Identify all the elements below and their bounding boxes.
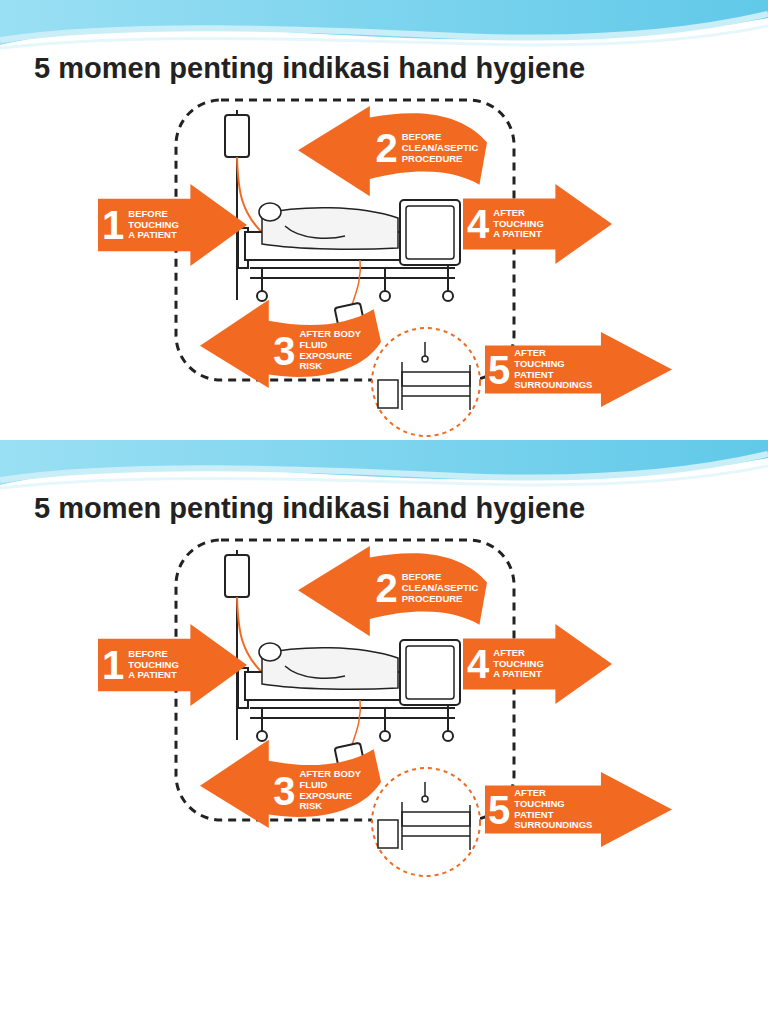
arrow-content: 3AFTER BODY FLUID EXPOSURE RISK xyxy=(269,767,374,815)
moment-label: AFTER TOUCHING PATIENT SURROUNDINGS xyxy=(514,788,598,832)
moment-number: 1 xyxy=(102,645,124,685)
moment-label: AFTER TOUCHING PATIENT SURROUNDINGS xyxy=(514,348,598,392)
moment-number: 1 xyxy=(102,205,124,245)
moment-number: 2 xyxy=(375,568,397,608)
moment-arrow: 1BEFORE TOUCHING A PATIENT xyxy=(98,184,247,266)
moment-arrow: 2BEFORE CLEAN/ASEPTIC PROCEDURE xyxy=(298,106,487,202)
moment-number: 3 xyxy=(273,331,295,371)
moment-number: 5 xyxy=(488,350,510,390)
moment-label: BEFORE TOUCHING A PATIENT xyxy=(128,209,186,242)
arrow-content: 5AFTER TOUCHING PATIENT SURROUNDINGS xyxy=(485,786,601,834)
moment-arrow: 4AFTER TOUCHING A PATIENT xyxy=(463,184,612,264)
slide-title: 5 momen penting indikasi hand hygiene xyxy=(34,52,585,85)
arrow-content: 2BEFORE CLEAN/ASEPTIC PROCEDURE xyxy=(370,559,480,617)
moment-number: 4 xyxy=(467,644,489,684)
moment-arrow: 3AFTER BODY FLUID EXPOSURE RISK xyxy=(200,732,381,828)
moment-arrow: 3AFTER BODY FLUID EXPOSURE RISK xyxy=(200,292,381,388)
arrow-shape xyxy=(485,332,672,407)
arrow-content: 2BEFORE CLEAN/ASEPTIC PROCEDURE xyxy=(370,119,480,177)
moment-label: AFTER BODY FLUID EXPOSURE RISK xyxy=(299,769,369,813)
slide-title: 5 momen penting indikasi hand hygiene xyxy=(34,492,585,525)
moment-arrow: 5AFTER TOUCHING PATIENT SURROUNDINGS xyxy=(485,772,672,847)
moment-label: BEFORE CLEAN/ASEPTIC PROCEDURE xyxy=(402,572,474,605)
arrow-content: 5AFTER TOUCHING PATIENT SURROUNDINGS xyxy=(485,346,601,394)
arrow-content: 4AFTER TOUCHING A PATIENT xyxy=(463,638,555,689)
moment-number: 5 xyxy=(488,790,510,830)
arrow-content: 1BEFORE TOUCHING A PATIENT xyxy=(98,199,190,251)
moment-label: AFTER BODY FLUID EXPOSURE RISK xyxy=(299,329,369,373)
moment-number: 4 xyxy=(467,204,489,244)
arrow-shape xyxy=(485,772,672,847)
moment-arrow: 5AFTER TOUCHING PATIENT SURROUNDINGS xyxy=(485,332,672,407)
moment-number: 2 xyxy=(375,128,397,168)
arrow-content: 1BEFORE TOUCHING A PATIENT xyxy=(98,639,190,691)
arrow-content: 4AFTER TOUCHING A PATIENT xyxy=(463,198,555,249)
moment-arrow: 1BEFORE TOUCHING A PATIENT xyxy=(98,624,247,706)
moment-arrow: 2BEFORE CLEAN/ASEPTIC PROCEDURE xyxy=(298,546,487,642)
moment-label: BEFORE CLEAN/ASEPTIC PROCEDURE xyxy=(402,132,474,165)
moment-label: BEFORE TOUCHING A PATIENT xyxy=(128,649,186,682)
moment-label: AFTER TOUCHING A PATIENT xyxy=(493,648,551,681)
moment-label: AFTER TOUCHING A PATIENT xyxy=(493,208,551,241)
arrow-content: 3AFTER BODY FLUID EXPOSURE RISK xyxy=(269,327,374,375)
moment-number: 3 xyxy=(273,771,295,811)
moment-arrow: 4AFTER TOUCHING A PATIENT xyxy=(463,624,612,704)
